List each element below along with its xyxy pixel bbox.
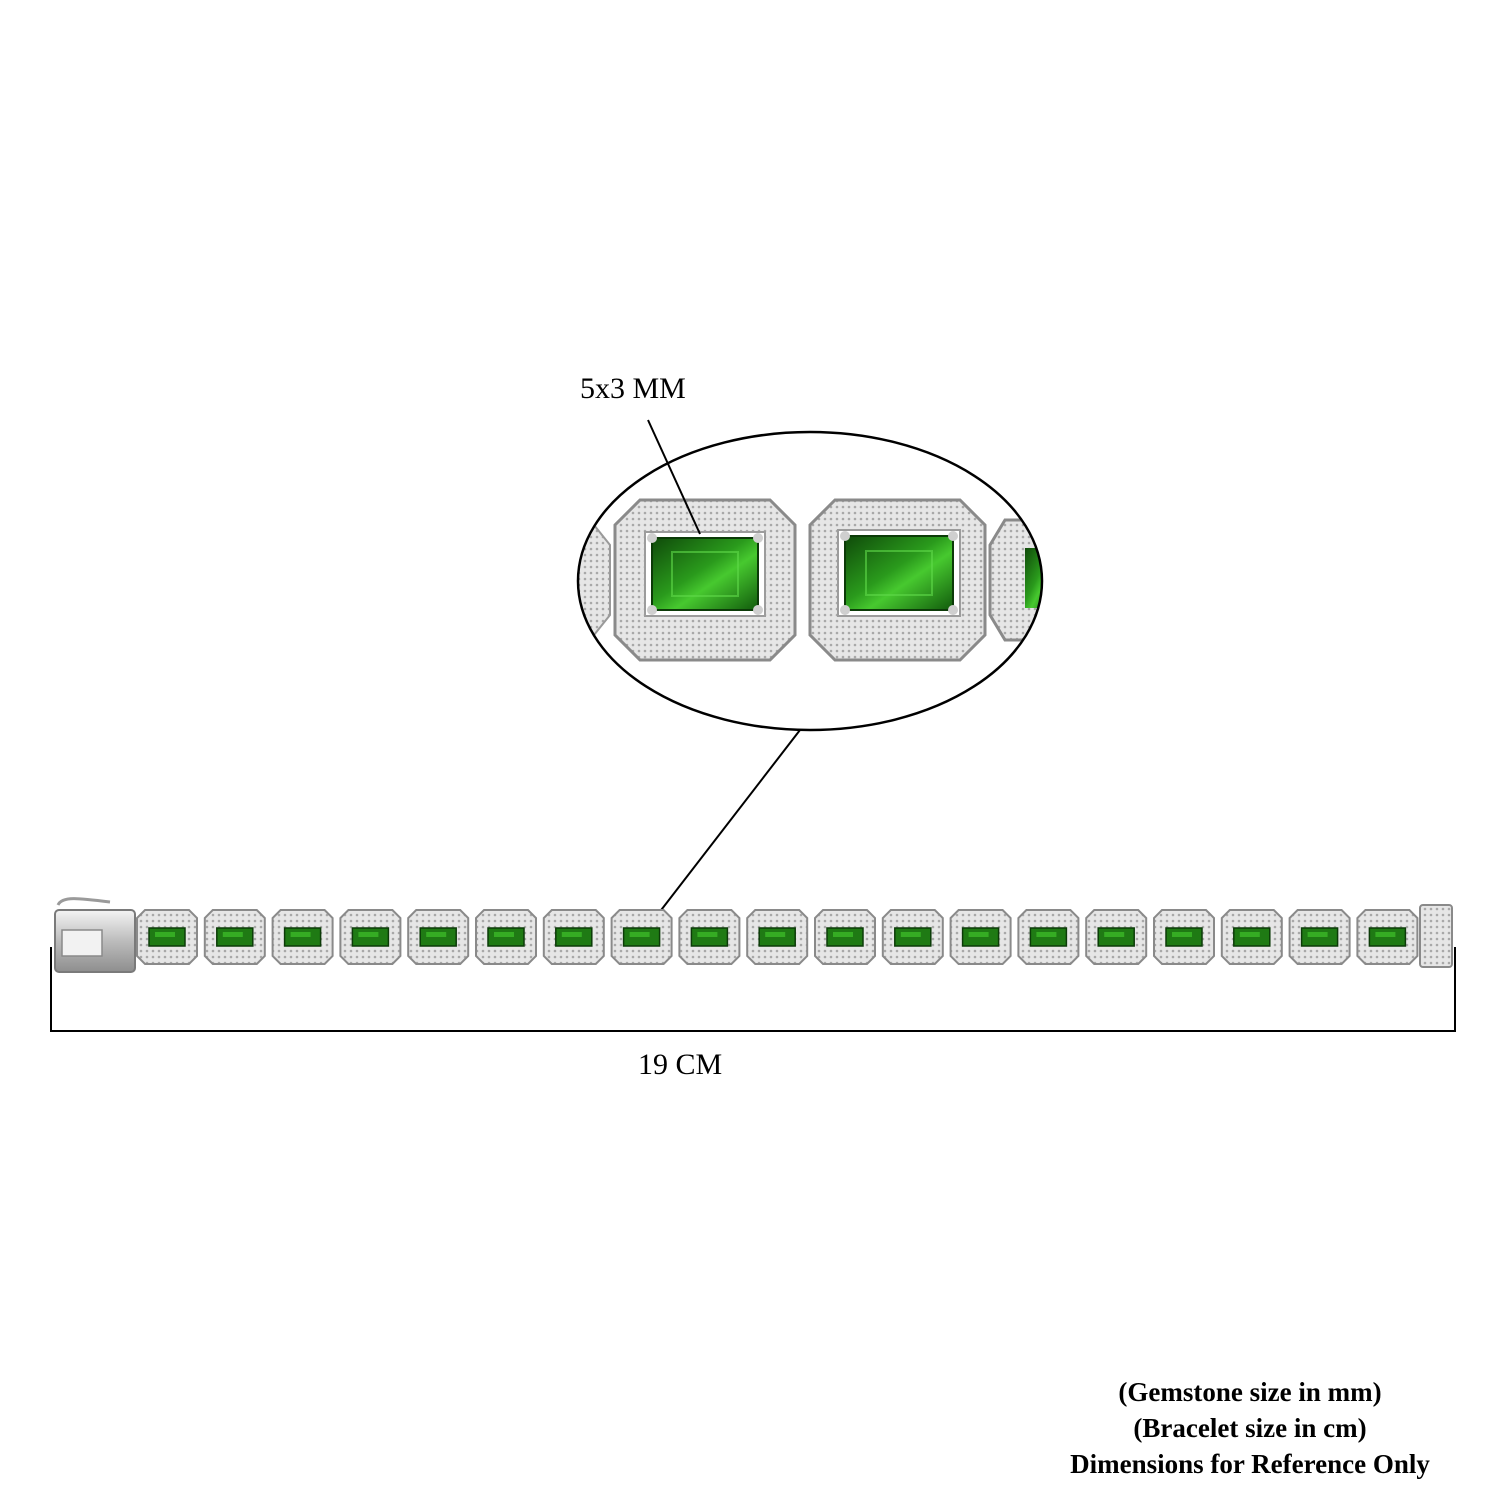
- zoomed-link-2: [808, 498, 987, 662]
- bracelet-link: [339, 909, 402, 965]
- bracelet-left-clasp: [54, 897, 136, 973]
- gemstone-size-label: 5x3 MM: [580, 372, 686, 405]
- bracelet-link: [678, 909, 741, 965]
- note-bracelet-size: (Bracelet size in cm): [1133, 1413, 1367, 1443]
- bracelet-link: [1017, 909, 1080, 965]
- bracelet-link: [746, 909, 809, 965]
- bracelet-link: [1220, 909, 1283, 965]
- bracelet-link: [610, 909, 673, 965]
- note-reference-only: Dimensions for Reference Only: [1070, 1449, 1430, 1479]
- bracelet-link: [949, 909, 1012, 965]
- bracelet-right-clasp: [1419, 904, 1453, 968]
- dimension-notes: (Gemstone size in mm) (Bracelet size in …: [1020, 1374, 1480, 1482]
- bracelet-link: [542, 909, 605, 965]
- note-gemstone-size: (Gemstone size in mm): [1118, 1377, 1382, 1407]
- zoom-detail: [576, 430, 1044, 732]
- bracelet-link: [881, 909, 944, 965]
- bracelet-link: [1085, 909, 1148, 965]
- bracelet-link: [1356, 909, 1419, 965]
- bracelet-link: [814, 909, 876, 965]
- length-dimension-bracket: [50, 947, 1456, 1032]
- bracelet-link: [271, 909, 334, 965]
- zoom-bubble: [576, 430, 1044, 732]
- bracelet-link: [475, 909, 537, 965]
- bracelet-length-label: 19 CM: [638, 1048, 723, 1081]
- zoom-leader-line: [654, 729, 801, 919]
- bracelet-link: [1288, 909, 1351, 965]
- bracelet: [54, 897, 1453, 973]
- bracelet-link: [1153, 909, 1215, 965]
- bracelet-link: [136, 909, 198, 965]
- zoomed-link-1: [613, 498, 797, 662]
- bracelet-link: [203, 909, 266, 965]
- bracelet-link: [407, 909, 470, 965]
- gem-size-leader-line: [647, 419, 701, 535]
